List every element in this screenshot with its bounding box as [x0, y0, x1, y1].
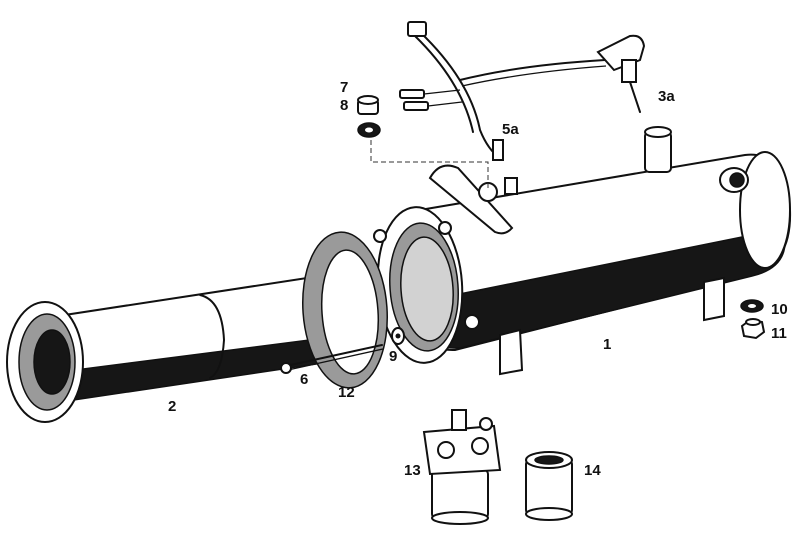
- label-part-3a: 3a: [658, 88, 675, 105]
- label-part-6: 6: [300, 371, 308, 388]
- washer-9: [391, 327, 405, 345]
- glow-plug-lead: [399, 21, 504, 161]
- label-part-1: 1: [603, 336, 611, 353]
- label-part-14: 14: [584, 462, 601, 479]
- leader-dash-line: [370, 140, 489, 188]
- sealing-ring-8: [357, 122, 381, 138]
- heater-body: [373, 126, 792, 376]
- filter-element: [525, 451, 573, 521]
- label-part-8: 8: [340, 97, 348, 114]
- label-part-12: 12: [338, 384, 355, 401]
- screw-plug-7: [357, 95, 379, 115]
- temperature-sensor: [459, 34, 646, 113]
- label-part-7: 7: [340, 79, 348, 96]
- label-part-13: 13: [404, 462, 421, 479]
- long-bolt: [280, 344, 384, 374]
- label-part-10: 10: [771, 301, 788, 318]
- label-part-2: 2: [168, 398, 176, 415]
- fuel-filter-housing: [422, 409, 502, 525]
- label-part-5a: 5a: [502, 121, 519, 138]
- gasket: [302, 231, 388, 389]
- label-part-11: 11: [771, 325, 787, 342]
- label-part-9: 9: [389, 348, 397, 365]
- nut-11: [740, 318, 766, 340]
- combustion-tube: [6, 274, 342, 423]
- washer-10: [740, 299, 764, 313]
